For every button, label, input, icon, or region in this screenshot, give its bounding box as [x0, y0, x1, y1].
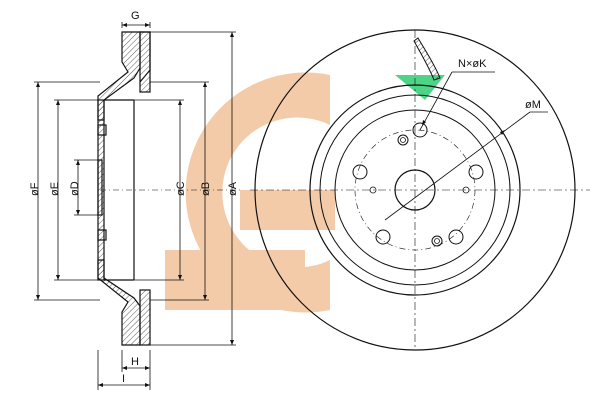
watermark-logo [165, 72, 445, 313]
arrowheads [36, 23, 234, 387]
label-e: øE [49, 182, 61, 196]
label-b: øB [200, 182, 212, 196]
section-view [97, 31, 151, 346]
label-h: H [131, 356, 139, 368]
label-d: øD [69, 181, 81, 196]
label-g: G [131, 10, 140, 22]
leader-lines [384, 71, 548, 221]
leader-arrowheads [422, 120, 505, 135]
dimension-labels: G øF øE øD øC øB øA H I N×øK øM [29, 10, 541, 385]
label-a: øA [227, 181, 239, 196]
label-f: øF [29, 182, 41, 196]
label-i: I [122, 373, 125, 385]
label-c: øC [175, 181, 187, 196]
label-m: øM [525, 99, 541, 111]
label-nk: N×øK [458, 58, 487, 70]
front-centerlines [250, 30, 590, 350]
